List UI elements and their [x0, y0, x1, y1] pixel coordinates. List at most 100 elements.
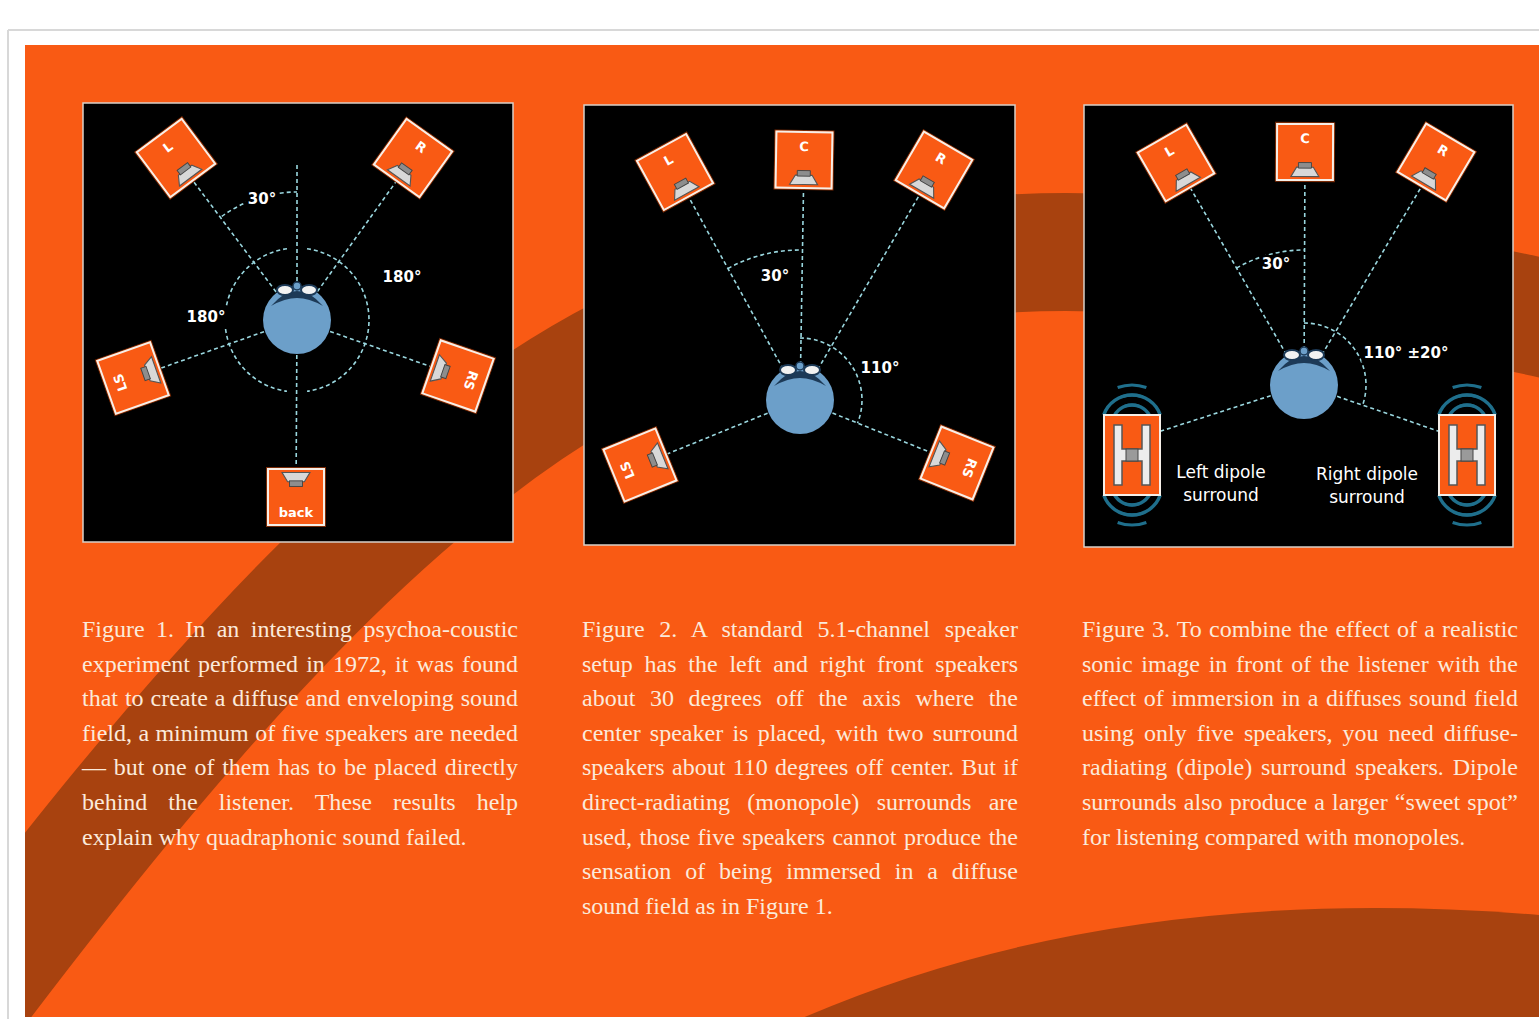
speaker-box: C — [1276, 123, 1334, 181]
dispersion-wave — [1118, 385, 1147, 388]
ear — [301, 285, 317, 295]
dipole-label: Right dipole surround — [1302, 463, 1432, 509]
driver-cone-shape — [174, 162, 202, 186]
driver-shape — [929, 441, 952, 472]
speaker-label: LS — [110, 372, 130, 394]
speaker-label: R — [1435, 141, 1451, 159]
driver-shape — [668, 175, 699, 201]
speaker-box: RS — [421, 339, 495, 413]
driver-magnet — [1298, 163, 1311, 169]
speaker-box: LS — [602, 427, 678, 503]
speaker-label: C — [1300, 131, 1310, 146]
driver-cone-shape — [910, 176, 939, 198]
figure-panel — [1084, 105, 1513, 547]
driver-magnet — [441, 365, 451, 379]
speaker-label: RS — [959, 456, 980, 480]
driver-cone — [132, 344, 167, 401]
driver-cone — [656, 167, 712, 209]
figure-caption: Figure 1. In an interesting psychoa-cous… — [82, 612, 518, 854]
angle-label: 180° — [185, 308, 228, 326]
dashed-sightline — [800, 170, 934, 400]
page-rule — [8, 29, 1539, 31]
speaker-label: LS — [617, 459, 638, 481]
driver-shape — [790, 170, 818, 184]
dipole-cabinet — [1439, 415, 1495, 495]
driver-magnet — [920, 176, 934, 187]
listener-head — [766, 362, 834, 434]
head-circle — [766, 366, 834, 434]
figure-caption: Figure 2. A standard 5.1-channel speaker… — [582, 612, 1018, 923]
speaker-box: C — [775, 131, 834, 190]
angle-label: 30° — [1260, 255, 1292, 273]
ear — [804, 365, 820, 375]
speaker-label: back — [279, 505, 313, 520]
driver-shape — [138, 357, 160, 388]
page-rule — [7, 30, 9, 1019]
driver-cone — [1278, 161, 1332, 179]
speaker-label: L — [661, 152, 675, 169]
angle-label: 110° — [859, 359, 902, 377]
driver-shape — [282, 472, 310, 486]
listener-head — [1270, 347, 1338, 419]
speaker-box: L — [135, 117, 216, 198]
driver-shape — [1169, 165, 1200, 191]
angle-label: 110° ±20° — [1362, 344, 1451, 362]
driver-cone-shape — [282, 472, 310, 481]
driver-cone — [424, 342, 459, 399]
driver-cone — [1399, 156, 1455, 199]
nose — [293, 282, 301, 290]
listener-head — [263, 282, 331, 354]
dispersion-wave — [1439, 395, 1495, 415]
speaker-box: back — [267, 468, 325, 526]
speaker-label: L — [160, 139, 176, 156]
driver-magnet — [797, 170, 810, 176]
swoosh-bottom — [800, 908, 1539, 1017]
nose — [1300, 347, 1308, 355]
driver-magnet — [1422, 168, 1436, 179]
figure-caption: Figure 3. To combine the effect of a rea… — [1082, 612, 1518, 854]
dashed-sightline — [675, 172, 800, 400]
dispersion-wave — [1104, 495, 1160, 515]
speaker-label: R — [933, 149, 949, 167]
speaker-box: R — [373, 118, 454, 199]
dipole-driver — [1114, 425, 1150, 485]
driver-magnet — [1176, 169, 1190, 180]
driver-magnet — [647, 453, 657, 467]
driver-shape — [430, 355, 452, 386]
driver-cone — [638, 430, 675, 487]
ear — [780, 365, 796, 375]
driver-shape — [1411, 164, 1442, 190]
dispersion-wave — [1118, 522, 1147, 525]
driver-cone-shape — [1411, 168, 1440, 190]
head-circle — [263, 286, 331, 354]
dispersion-wave — [1453, 385, 1482, 388]
driver-cone — [1157, 157, 1213, 200]
angle-arc — [728, 250, 800, 268]
angle-label: 30° — [759, 267, 791, 285]
head-circle — [1270, 351, 1338, 419]
driver-cone — [375, 150, 429, 196]
dipole-magnet — [1126, 449, 1138, 461]
dispersion-wave — [1439, 495, 1495, 515]
driver-cone — [269, 470, 323, 488]
orange-frame — [25, 45, 1539, 1017]
ear — [1308, 350, 1324, 360]
driver-cone-shape — [387, 162, 415, 186]
dashed-sightline — [1176, 163, 1304, 385]
driver-shape — [1291, 162, 1319, 176]
dipole-magnet — [1461, 449, 1473, 461]
dipole-speaker — [1104, 385, 1160, 525]
nose — [796, 362, 804, 370]
speaker-label: L — [1162, 143, 1177, 160]
dipole-label: Left dipole surround — [1156, 461, 1286, 507]
figure-panel — [83, 103, 513, 542]
speaker-box: R — [1396, 122, 1475, 201]
driver-magnet — [289, 481, 302, 487]
figure-panel — [584, 105, 1015, 545]
dipole-cabinet — [1104, 415, 1160, 495]
dipole-driver — [1449, 425, 1485, 485]
ear — [277, 285, 293, 295]
dispersion-wave — [1453, 522, 1482, 525]
driver-shape — [171, 158, 202, 186]
driver-cone — [160, 149, 214, 196]
